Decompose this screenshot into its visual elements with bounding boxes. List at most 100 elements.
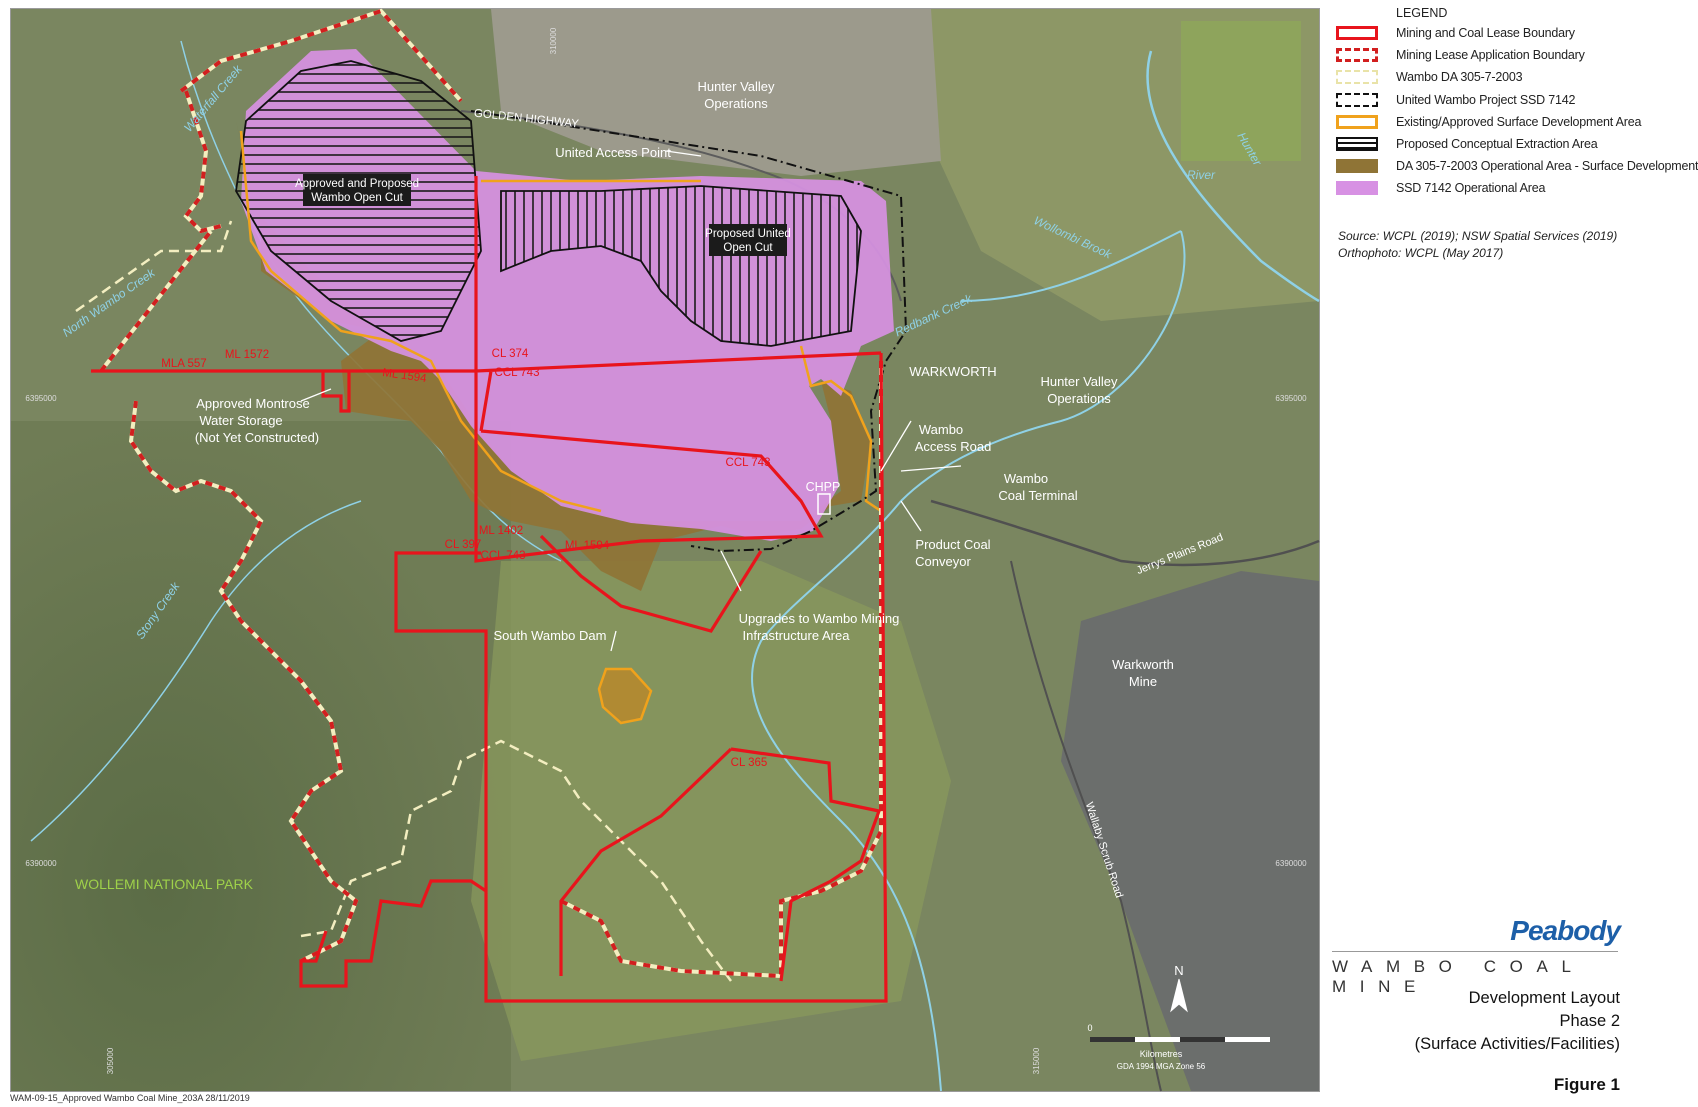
wallaby-scrub-road-line [1010,560,1162,1092]
hunter-valley-ops-north-pit [491,9,941,176]
orthophoto-line: Orthophoto: WCPL (May 2017) [1338,246,1504,260]
upgrades-label-1: Upgrades to Wambo Mining [739,611,900,626]
legend-swatch-dashed-red [1336,48,1378,63]
legend-swatch-brown [1336,159,1378,174]
wambo-open-cut-plate [303,174,411,206]
legend-item: Mining Lease Application Boundary [1330,44,1670,66]
chpp-label: CHPP [806,480,841,494]
wambo-access-road-label-1: Wambo [919,422,963,437]
united-open-cut-plate [709,224,787,256]
wollemi-label: WOLLEMI NATIONAL PARK [75,876,254,892]
legend-swatch-dashdot-black [1336,92,1378,107]
warkworth-mine-label-2: Mine [1129,674,1157,689]
south-wambo-dam-area [597,667,653,725]
lease-label-ml1402: ML 1402 [479,525,523,537]
grid-e315000: 315000 [1032,1047,1041,1074]
orange-surface-outline-west [239,130,701,513]
wambo-coal-terminal-label-2: Coal Terminal [998,488,1077,503]
lease-label-cl374: CL 374 [492,348,529,360]
grid-n6390000-right: 6390000 [1275,859,1307,868]
legend-label: United Wambo Project SSD 7142 [1396,92,1576,107]
stony-creek-line [30,500,362,842]
montrose-label-1: Approved Montrose [196,396,309,411]
jerrys-plains-road-line [930,499,1320,567]
orange-surface-outline-east [799,345,882,513]
wambo-open-cut-label-2: Wambo Open Cut [311,192,403,204]
lease-label-ccl743a: CCL 743 [495,367,540,379]
grid-e305000: 305000 [106,1047,115,1074]
grid-n6395000-right: 6395000 [1275,394,1307,403]
grid-e310000: 310000 [549,27,558,54]
legend-swatch-orange [1336,114,1378,129]
green-valley [471,561,951,1061]
lease-label-cl397: CL 397 [445,539,482,551]
legend-item: Proposed Conceptual Extraction Area [1330,133,1670,155]
legend-swatch-solid-red [1336,26,1378,41]
wambo-da-boundary [75,220,732,982]
scale-bar-segment [1090,1037,1135,1042]
legend: LEGEND Mining and Coal Lease Boundary Mi… [1330,4,1698,200]
legend-label: SSD 7142 Operational Area [1396,181,1546,196]
scale-bar-segment [1180,1037,1225,1042]
chpp-building [817,493,831,515]
scale-zero: 0 [1087,1023,1092,1033]
hv-ops-east-label-1: Hunter Valley [1040,374,1118,389]
wambo-open-cut-label-1: Approved and Proposed [295,178,419,190]
hv-ops-north-label-1: Hunter Valley [697,79,775,94]
legend-item: DA 305-7-2003 Operational Area - Surface… [1330,155,1698,177]
upgrades-label-2: Infrastructure Area [743,628,851,643]
title-line-2: Phase 2 [1559,1012,1620,1030]
ssd-7142-boundary [470,110,908,553]
legend-label: Mining and Coal Lease Boundary [1396,26,1575,41]
grid-n6390000-left: 6390000 [25,859,57,868]
legend-item: SSD 7142 Operational Area [1330,177,1670,199]
map-frame[interactable]: Approved and Proposed Wambo Open Cut Pro… [10,8,1320,1092]
leader-lines [300,150,962,652]
figure-title: Development Layout Phase 2 (Surface Acti… [1415,987,1620,1056]
grid-n6395000-left: 6395000 [25,394,57,403]
figure-number: Figure 1 [1553,1075,1620,1094]
warkworth-mine-label-1: Warkworth [1112,657,1174,672]
wollombi-brook-line [751,230,1186,1092]
wambo-coal-terminal-label-1: Wambo [1004,471,1048,486]
legend-item: Mining and Coal Lease Boundary [1330,22,1670,44]
legend-item: Wambo DA 305-7-2003 [1330,66,1670,88]
montrose-label-3: (Not Yet Constructed) [195,430,319,445]
terrain-west [11,421,511,1091]
lease-label-ccl743c: CCL 743 [481,550,526,562]
peabody-logo: Peabody [1510,915,1621,946]
lease-label-cl365: CL 365 [731,757,768,769]
product-coal-conveyor-label-2: Conveyor [915,554,971,569]
hunter-river-line [1146,50,1320,303]
lease-label-ccl743b: CCL 743 [726,457,771,469]
product-coal-conveyor-label-1: Product Coal [915,537,990,552]
legend-label: DA 305-7-2003 Operational Area - Surface… [1396,159,1698,174]
hv-ops-north-label-2: Operations [704,96,768,111]
montrose-label-2: Water Storage [199,413,282,428]
legend-label: Existing/Approved Surface Development Ar… [1396,114,1642,129]
legend-swatch-pink [1336,181,1378,196]
warkworth-mine-pit [1061,571,1319,1091]
north-arrow-label: N [1174,963,1183,978]
legend-item: United Wambo Project SSD 7142 [1330,89,1670,111]
source-line: Source: WCPL (2019); NSW Spatial Service… [1338,229,1618,243]
hv-ops-east-label-2: Operations [1047,391,1111,406]
lease-label-ml1572: ML 1572 [225,349,269,361]
hunter-river-label-2: River [1187,168,1216,182]
legend-label: Proposed Conceptual Extraction Area [1396,137,1598,152]
lease-label-ml1594b: ML 1594 [565,540,610,552]
map-canvas[interactable]: Approved and Proposed Wambo Open Cut Pro… [11,8,1320,1092]
south-wambo-dam-label: South Wambo Dam [494,628,607,643]
farmland-plots [1181,21,1301,161]
mining-lease-application-boundary-red [99,8,883,979]
lease-label-mla557: MLA 557 [161,358,206,370]
scale-units: Kilometres [1140,1049,1183,1059]
united-open-cut-label-1: Proposed United [705,228,791,240]
legend-item: Existing/Approved Surface Development Ar… [1330,111,1670,133]
north-arrow-icon [1170,978,1188,1013]
mining-coal-lease-boundary [91,176,888,1003]
mine-name: WAMBO COAL MINE [1332,951,1618,997]
title-line-3: (Surface Activities/Facilities) [1414,1035,1620,1053]
scale-projection: GDA 1994 MGA Zone 56 [1117,1062,1206,1071]
legend-label: Mining Lease Application Boundary [1396,48,1585,63]
